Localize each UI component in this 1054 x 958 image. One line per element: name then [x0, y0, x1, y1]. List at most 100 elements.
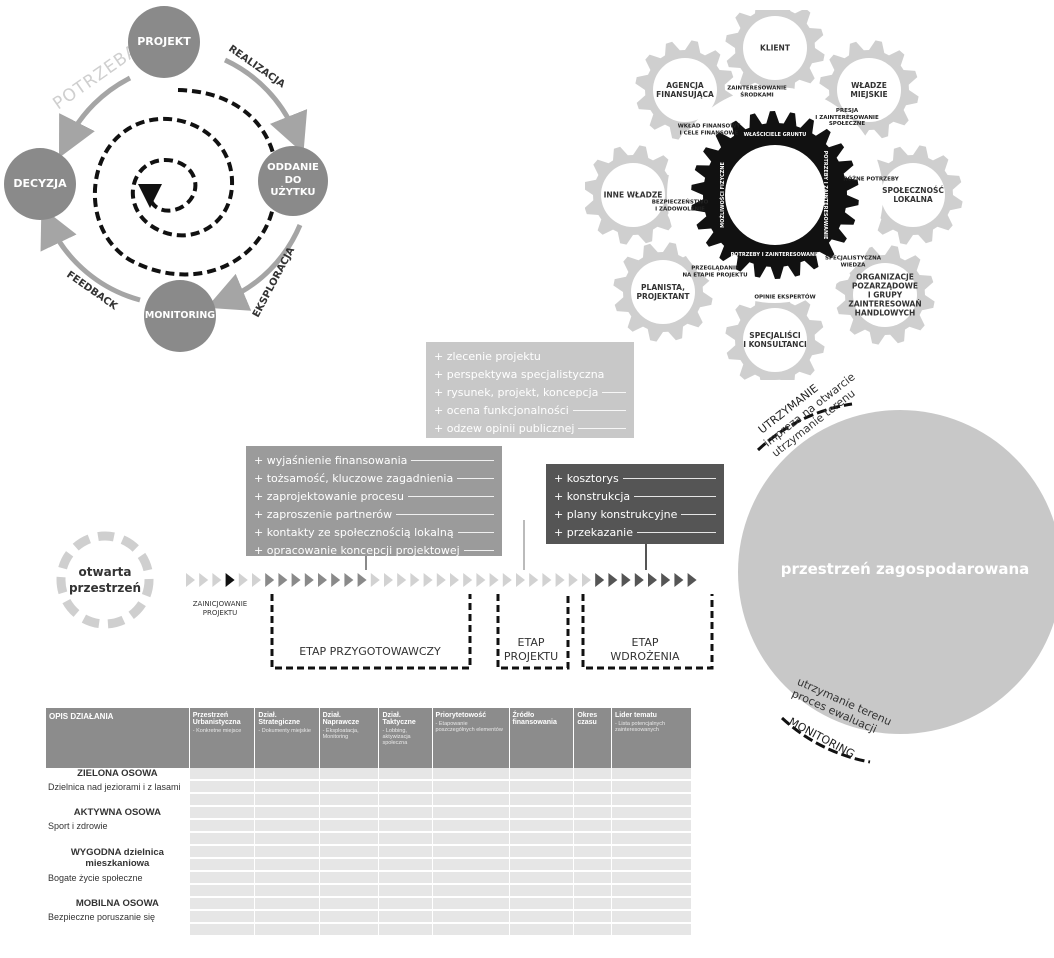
preparatory-phase-box: + wyjaśnienie finansowania + tożsamość, … [246, 446, 502, 557]
header-title: Dział. Strategiczne [258, 712, 301, 726]
table-header-cell: Dział. Taktyczne- Lobbing, aktywizacja s… [378, 708, 433, 768]
table-cell [509, 845, 575, 859]
outer-gear-hub [743, 16, 807, 80]
table-cell [189, 832, 256, 846]
stakeholder-label: SPOŁECZNOŚĆ LOKALNA [882, 186, 944, 204]
table-cell [509, 910, 575, 924]
timeline-chevron [489, 573, 499, 587]
table-cell [378, 845, 433, 859]
timeline [56, 520, 714, 670]
table-cell [319, 910, 380, 924]
table-cell [611, 832, 693, 846]
table-cell [509, 923, 575, 937]
table-header-cell: OPIS DZIAŁANIA [46, 708, 190, 768]
impl-item: + kosztorys [554, 471, 619, 485]
prep-item: + wyjaśnienie finansowania [254, 453, 408, 467]
table-header-cell: Dział. Strategiczne- Dokumenty miejskie [254, 708, 320, 768]
table-cell [189, 923, 256, 937]
prep-item: + tożsamość, kluczowe zagadnienia [254, 471, 454, 485]
prep-item: + zaprojektowanie procesu [254, 489, 404, 503]
table-row [46, 923, 693, 937]
stakeholder-gears [585, 10, 963, 380]
table-cell [189, 780, 256, 794]
group-title: MOBILNA OSOWA [46, 897, 190, 911]
table-cell [319, 897, 380, 911]
project-item: + odzew opinii publicznej [434, 421, 575, 435]
table-cell [573, 858, 612, 872]
group-spacer [46, 832, 190, 846]
stage-impl-label: ETAP WDROŻENIA [610, 636, 680, 664]
core-label: WŁAŚCICIELE GRUNTU [743, 132, 807, 138]
table-cell [189, 884, 256, 898]
impl-item: + konstrukcja [554, 489, 631, 503]
table-header-cell: Okres czasu [573, 708, 612, 768]
group-title: WYGODNA dzielnica mieszkaniowa [46, 845, 190, 872]
initiation-label: ZAINICJOWANIE PROJEKTU [192, 600, 248, 618]
timeline-chevron [384, 573, 393, 587]
timeline-chevron [291, 573, 301, 587]
stakeholder-label: WŁADZE MIEJSKIE [850, 81, 888, 99]
table-cell [573, 845, 612, 859]
header-title: Lider tematu [614, 712, 657, 719]
timeline-chevron [318, 573, 327, 587]
timeline-chevron [595, 573, 605, 587]
group-description: Dzielnica nad jeziorami i z lasami [46, 780, 190, 794]
outer-gear-hub [743, 308, 807, 372]
table-cell [611, 780, 693, 794]
group-spacer [46, 923, 190, 937]
stage-project-label: ETAP PROJEKTU [503, 636, 559, 664]
table-cell [611, 793, 693, 807]
timeline-chevron [582, 573, 591, 587]
table-cell [378, 832, 433, 846]
table-cell [509, 871, 575, 885]
project-item: + ocena funkcjonalności [434, 403, 569, 417]
timeline-chevron [423, 573, 433, 587]
interest-label: ZAINTERESOWANIE ŚRODKAMI [727, 85, 787, 98]
table-cell [319, 780, 380, 794]
table-cell [432, 845, 510, 859]
table-cell [509, 819, 575, 833]
header-subtitle: - Etapowanie poszczególnych elementów [435, 721, 503, 733]
table-cell [378, 858, 433, 872]
table-cell [432, 858, 510, 872]
table-cell [254, 858, 320, 872]
table-cell [254, 819, 320, 833]
header-title: Priorytetowość [435, 712, 487, 719]
table-row: Bezpieczne poruszanie się [46, 910, 693, 924]
timeline-chevron [370, 573, 380, 587]
group-spacer [46, 793, 190, 807]
timeline-chevron [568, 573, 578, 587]
header-subtitle: - Lobbing, aktywizacja społeczna [382, 728, 411, 746]
table-cell [432, 923, 510, 937]
table-cell [378, 897, 433, 911]
table-cell [573, 768, 612, 781]
table-header-cell: Priorytetowość - Etapowanie poszczególnyc… [432, 708, 510, 768]
group-description: Sport i zdrowie [46, 819, 190, 833]
table-cell [611, 897, 693, 911]
core-label: POTRZEBY I ZAINTERESOWANIE [822, 150, 828, 240]
header-subtitle: - Konkretne miejsce [192, 728, 242, 734]
table-row: MOBILNA OSOWA [46, 897, 693, 911]
outer-gear-hub [853, 263, 917, 327]
table-cell [509, 832, 575, 846]
stakeholder-label: KLIENT [760, 43, 790, 53]
timeline-chevron [199, 573, 209, 587]
table-cell [432, 793, 510, 807]
implementation-phase-box: + kosztorys + konstrukcja + plany konstr… [546, 464, 724, 544]
table-cell [254, 897, 320, 911]
stakeholder-label: ORGANIZACJE POZARZĄDOWE I GRUPY ZAINTERE… [848, 272, 922, 318]
timeline-chevron [674, 573, 684, 587]
timeline-chevron [463, 573, 473, 587]
table-cell [378, 819, 433, 833]
project-item: + perspektywa specjalistyczna [434, 367, 605, 381]
table-cell [509, 897, 575, 911]
table-cell [378, 910, 433, 924]
project-item: + rysunek, projekt, koncepcja [434, 385, 599, 399]
table-row: AKTYWNA OSOWA [46, 806, 693, 820]
interest-label: PRZEGLĄDANIE NA ETAPIE PROJEKTU [682, 265, 748, 278]
prep-item: + opracowanie koncepcji projektowej [254, 543, 460, 557]
interest-label: OPINIE EKSPERTÓW [754, 294, 816, 301]
table-cell [319, 871, 380, 885]
